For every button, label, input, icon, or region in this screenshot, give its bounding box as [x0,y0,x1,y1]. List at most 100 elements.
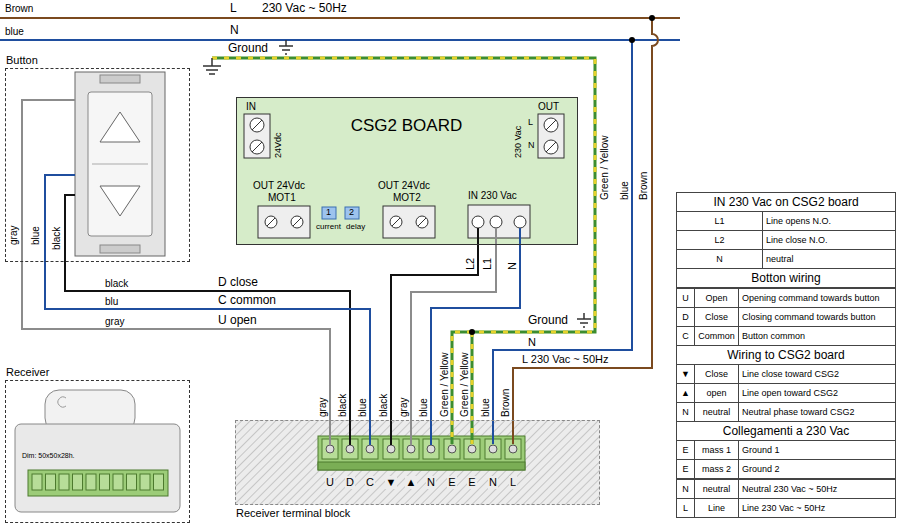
receiver-device [140,474,150,490]
wire-connector [22,262,330,420]
table-cell: C [676,326,695,346]
wire-label: N [528,140,535,150]
wire-label: black [51,227,63,250]
table-cell: Collegamenti a 230 Vac [676,421,896,441]
wire-label: N [528,336,536,349]
junction-dot [649,15,655,21]
table-cell: Closing command towards button [738,307,896,327]
table-cell: L1 [676,211,763,231]
receiver-device [46,474,56,490]
button-wire [22,100,75,262]
csg2-board-drawing [252,142,262,152]
terminal-letter: ▲ [405,476,418,489]
terminal-strip [410,420,412,445]
wire-label: blue [5,26,24,38]
wire-signal-label: L1 [481,258,494,270]
wire-label: blue [418,398,430,417]
csg2-board: CSG2 BOARD [236,97,578,245]
wire-connector [431,245,520,420]
ground-symbol [279,40,293,54]
wire-label: OUT 24Vdc [378,180,430,192]
csg2-board-drawing [392,218,400,226]
terminal-strip [509,445,517,453]
csg2-board-drawing [416,216,428,228]
wire-signal-label: N [506,262,519,270]
table-cell: Opening command towards button [738,288,896,308]
terminal-strip [448,445,456,453]
ground-symbol [203,40,591,327]
csg2-board-drawing [514,216,526,228]
wire-label: Brown [5,3,33,15]
terminal-strip [387,445,395,453]
table-cell: Line opens N.O. [762,211,896,231]
button-device [100,245,140,253]
csg2-board-drawing [390,216,402,228]
wire-label: blue [619,181,631,200]
terminal-strip [366,445,374,453]
wire-label: 1 [326,207,331,217]
junction-dot [469,329,475,335]
wire-label: gray [398,398,410,417]
wire-label: OUT 24Vdc [253,180,305,192]
button-device [75,72,165,256]
table-cell: neutral [694,402,739,422]
table-cell: Common [694,326,739,346]
table-cell: Wiring to CSG2 board [676,345,896,365]
terminal-strip [349,420,351,445]
csg2-board-drawing [345,207,359,219]
csg2-board-drawing [519,228,521,245]
button-device [100,75,140,83]
table-cell: open [694,383,739,403]
csg2-board-drawing [250,118,264,132]
table-cell: D [676,307,695,327]
csg2-board-drawing [495,228,497,245]
csg2-board-drawing [418,218,426,226]
receiver-device [113,474,123,490]
terminal-letter: L [509,476,517,489]
wire-label: Brown [500,389,512,417]
table-cell: Line 230 Vac ~ 50Hz [738,498,896,518]
receiver-device [154,474,164,490]
terminal-strip [390,420,392,445]
wire-signal-label: U open [218,314,257,328]
mains-wire [0,17,680,19]
terminal-strip [427,445,435,453]
button-wire [45,175,75,262]
button-device [100,112,140,142]
receiver-device [32,474,42,490]
csg2-board-drawing [544,118,558,132]
ground-symbol [203,58,221,74]
table-cell: Ground 1 [738,440,896,460]
receiver-device [15,424,180,512]
csg2-board-drawing [267,218,275,226]
terminal-letter: E [447,476,456,489]
node-title: Button [6,54,38,67]
wire-label: 24Vdc [273,132,283,158]
terminal-letter: C [365,476,375,489]
wire-signal-label: L2 [464,258,477,270]
terminal-letter: N [426,476,436,489]
csg2-board-drawing [544,140,558,154]
table-cell: L [676,498,695,518]
csg2-board-drawing [472,216,484,228]
terminal-strip [326,445,334,453]
wire-label: gray [105,316,124,328]
wire-label: Green / Yellow [599,136,611,201]
ground-symbol [577,313,591,327]
wire-label: black [337,394,349,417]
wire-connector [391,245,478,420]
table-cell: IN 230 Vac on CSG2 board [676,192,896,212]
wire-connector [65,262,350,420]
receiver-box: Receiver [5,380,190,523]
wire-label: Green / Yellow [459,353,471,418]
terminal-strip [329,420,331,445]
table-cell: mass 1 [694,440,739,460]
table-cell: Line close toward CSG2 [738,364,896,384]
wire-label: OUT [538,101,559,113]
wire-label: N [230,24,239,38]
csg2-board-drawing [538,114,564,158]
mains-wire [0,39,680,41]
wire-label: L [230,2,237,16]
node-title: Receiver terminal block [236,507,350,520]
